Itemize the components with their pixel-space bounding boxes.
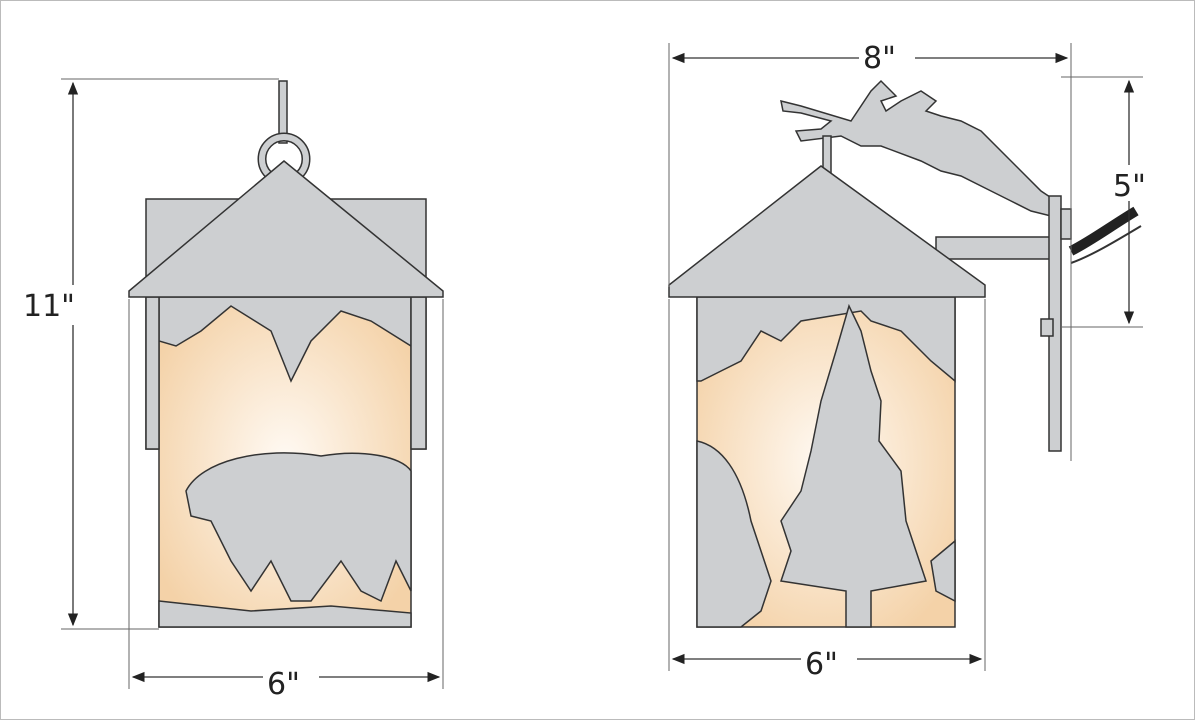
side-depth-label: 8" [863,41,896,76]
side-width-label: 6" [805,647,838,682]
front-lantern [128,80,444,628]
backplate-label: 5" [1113,169,1146,204]
front-height-label: 11" [23,289,75,324]
backplate-dimension [1061,76,1143,328]
front-width-label: 6" [267,667,300,702]
front-height-dimension [61,78,279,630]
side-lantern [668,79,1142,628]
